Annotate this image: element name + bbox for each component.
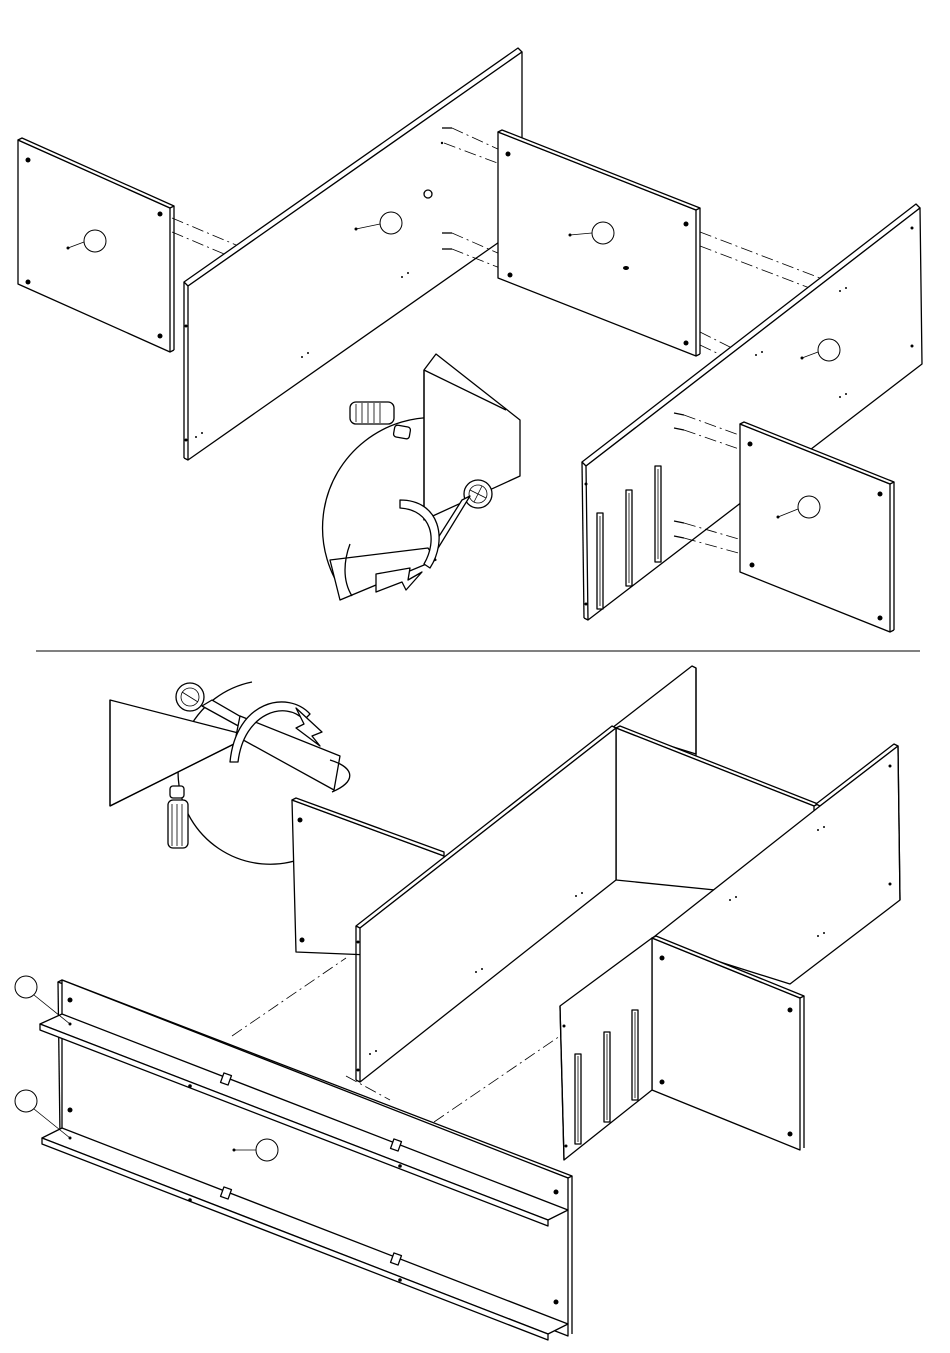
upper-step [18,48,922,632]
center-divider-panel [498,130,700,356]
detail-inset-upper [323,354,520,600]
part-callout [256,1139,278,1161]
part-callout [380,212,402,234]
part-callout [15,1090,37,1112]
dowel-icon [350,402,411,439]
runner-panel-lower [560,938,652,1160]
dowel-icon [168,786,188,848]
cam-lock-icon [176,683,204,711]
screwdriver-icon [330,496,470,600]
left-side-panel [18,138,174,352]
lower-step [15,666,900,1340]
part-callout [15,976,37,998]
right-side-panel [740,422,894,632]
part-callout [818,339,840,361]
cam-lock-icon [464,480,492,508]
part-callout [798,496,820,518]
part-callout [592,222,614,244]
rotation-arrow-icon [376,500,439,592]
part-callout [84,230,106,252]
